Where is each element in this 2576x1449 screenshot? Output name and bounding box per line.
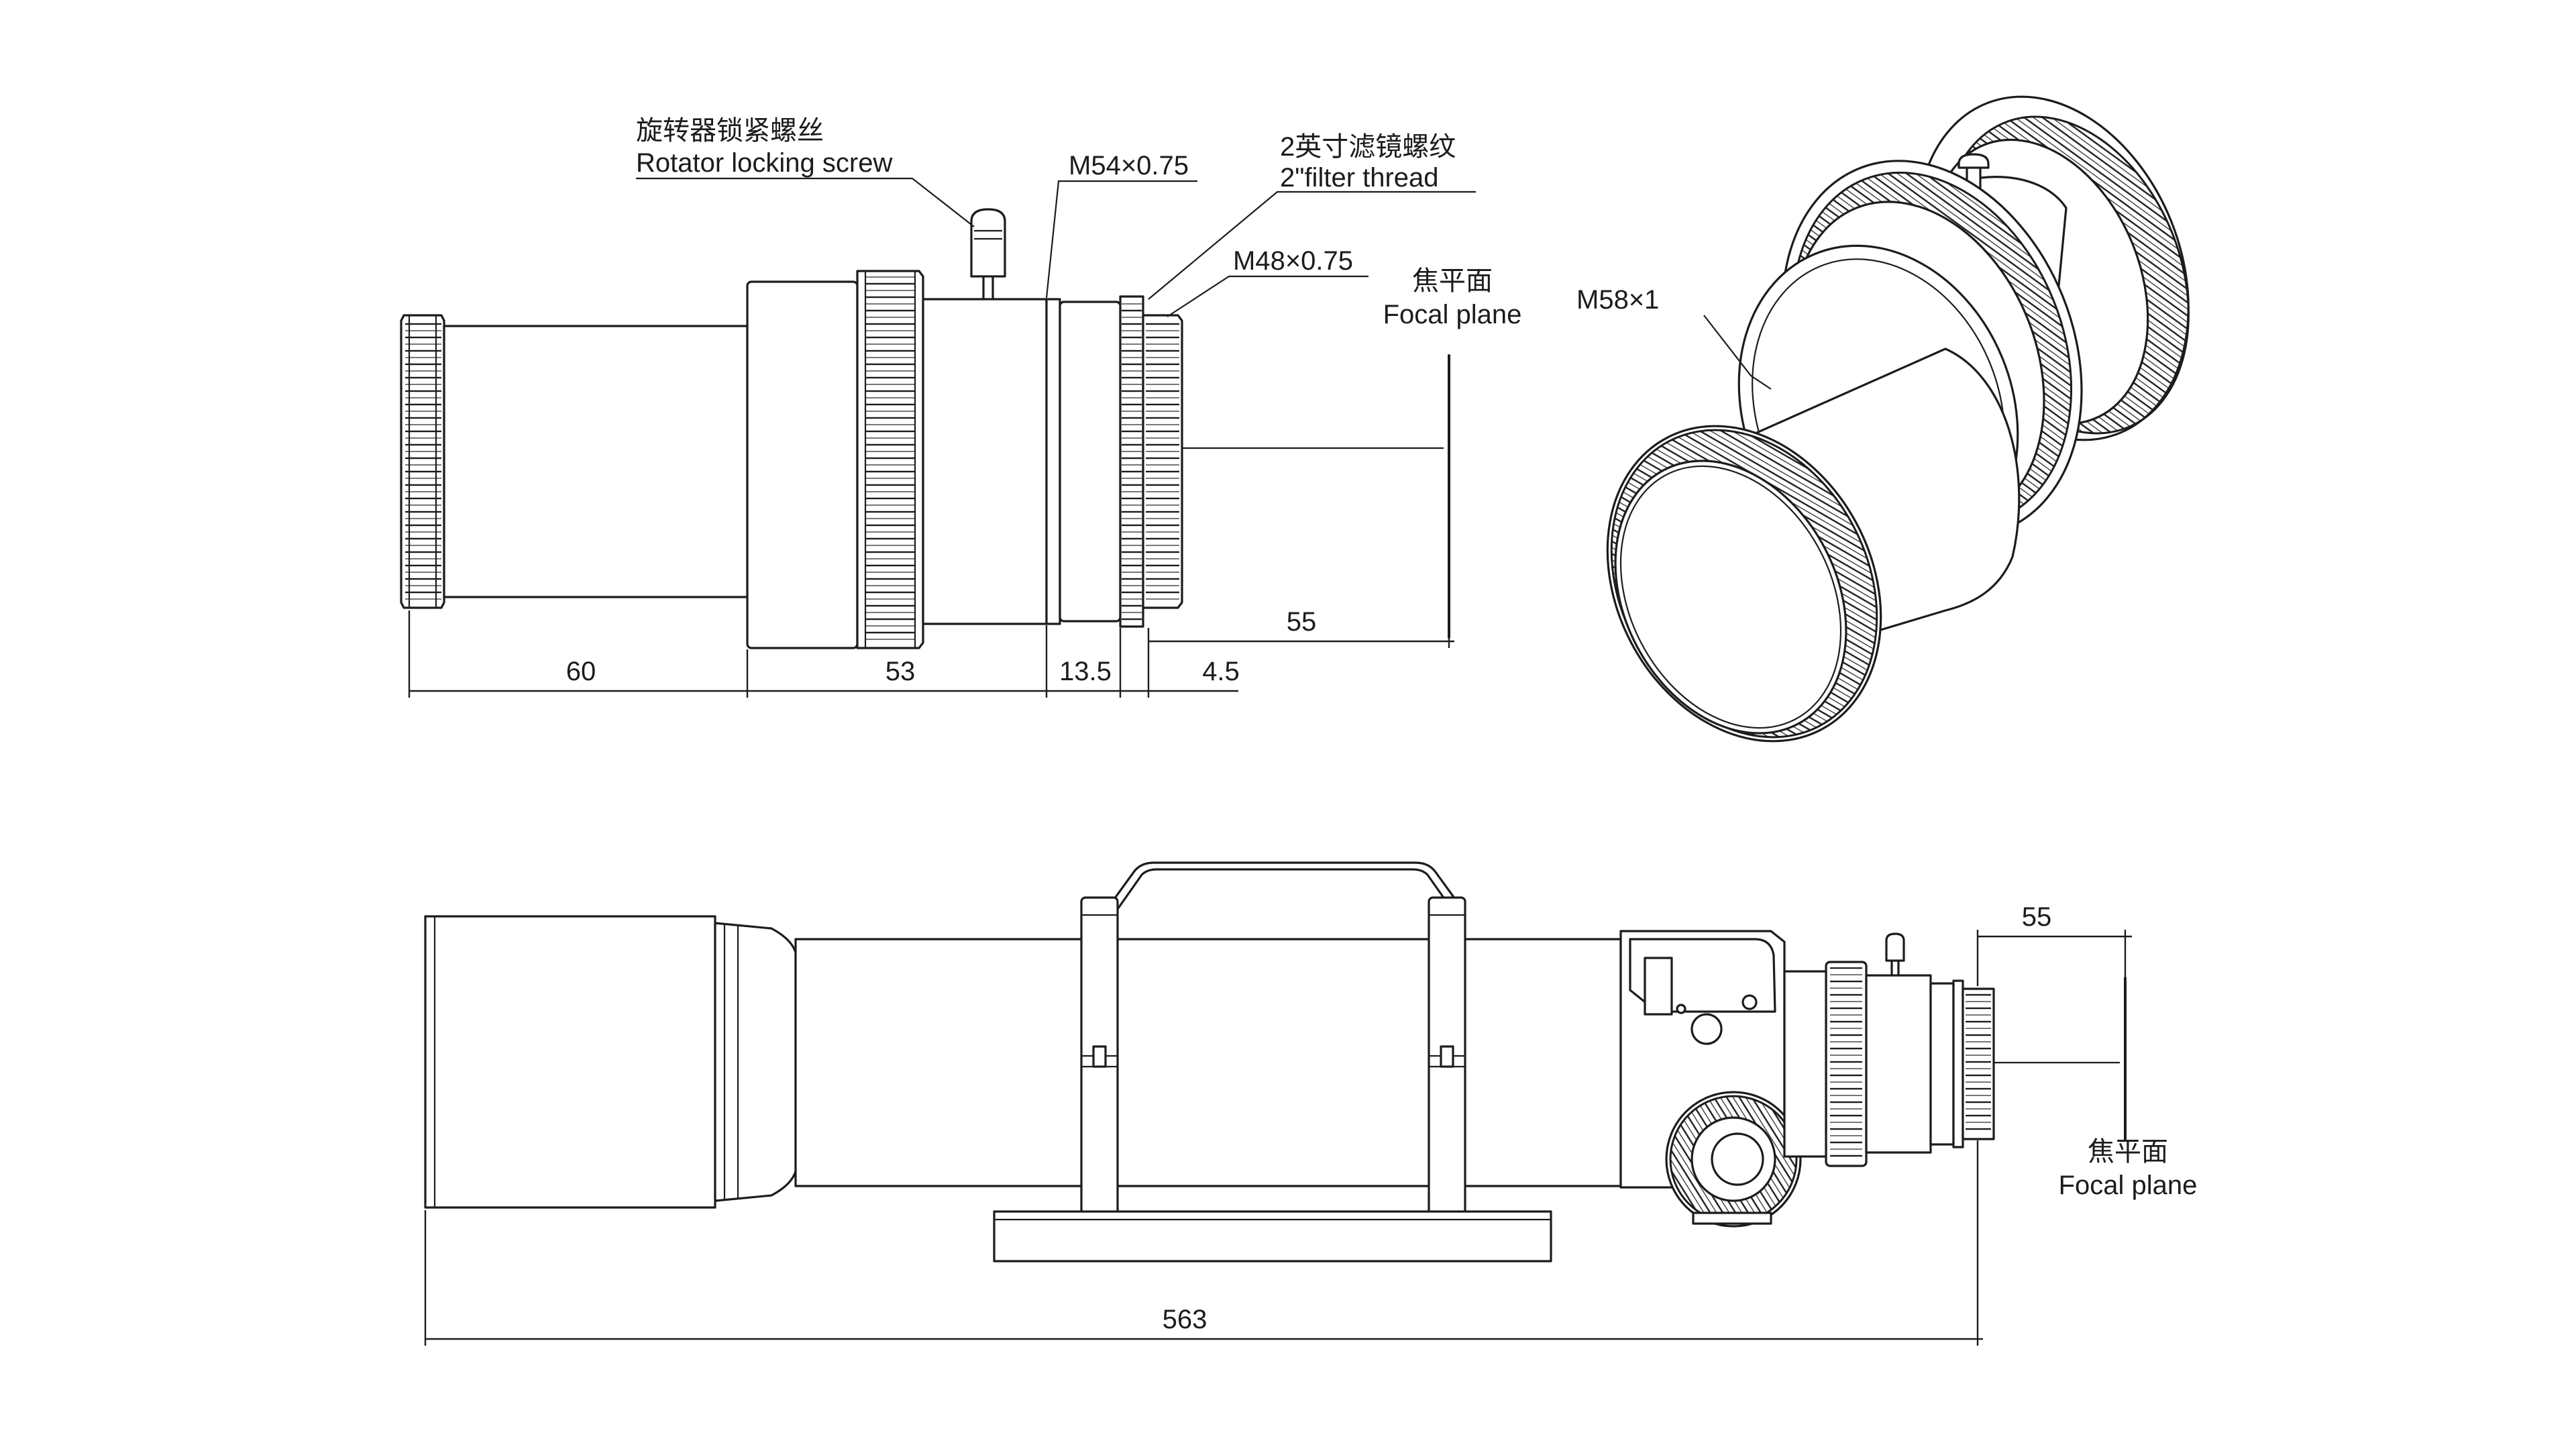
rotator-knurled-ring [856,270,924,649]
full-view-rear-ring [1962,987,1995,1140]
m58-label: M58×1 [1576,285,1659,315]
dim-60: 60 [566,657,596,686]
dew-shield [424,915,716,1209]
rotator-label-cn: 旋转器锁紧螺丝 [636,116,824,146]
flattener-body [746,280,859,649]
full-view-dimensions [424,930,2132,1346]
iso-view: M58×1 [1576,95,2190,743]
m54-label: M54×0.75 [1069,151,1189,180]
drawtube-knurled-ring [1825,961,1868,1167]
dim-53: 53 [885,657,916,686]
extension-tube [443,325,749,598]
spacer-ring [1059,301,1122,623]
rotator-section [922,298,1048,625]
side-view: 旋转器锁紧螺丝 Rotator locking screw M54×0.75 2… [400,116,1522,698]
iso-front-cap [1606,425,1882,743]
dim-13-5: 13.5 [1059,657,1112,686]
filter-thread-ring [1119,295,1144,628]
locking-screw [970,208,1006,301]
dim-563: 563 [1163,1305,1208,1334]
front-knurled-ring [400,314,445,609]
focal-label-cn: 焦平面 [1412,266,1493,296]
dim-55-top: 55 [1287,607,1317,637]
focus-knob [1665,1091,1802,1228]
focal-label-en: Focal plane [1383,300,1522,329]
dim-4-5: 4.5 [1202,657,1240,686]
full-focal-label-en: Focal plane [2059,1171,2198,1200]
main-tube [794,938,1622,1187]
tube-rings-handle [1080,861,1466,1232]
filter-label-en: 2"filter thread [1280,163,1439,193]
m48-label: M48×0.75 [1233,246,1353,276]
side-view-dimensions [408,610,1454,698]
full-focal-label-cn: 焦平面 [2088,1137,2168,1167]
dim-55-bottom: 55 [2022,902,2052,932]
full-view-locking-screw [1885,932,1905,977]
objective-cell [714,922,797,1202]
filter-label-cn: 2英寸滤镜螺纹 [1280,132,1456,162]
leader-lines [636,177,1476,317]
m54-collar [1045,298,1061,625]
rear-knurled-ring [1142,314,1183,609]
full-view: 焦平面 Focal plane 55 563 [424,861,2198,1346]
rotator-label-en: Rotator locking screw [636,148,892,178]
